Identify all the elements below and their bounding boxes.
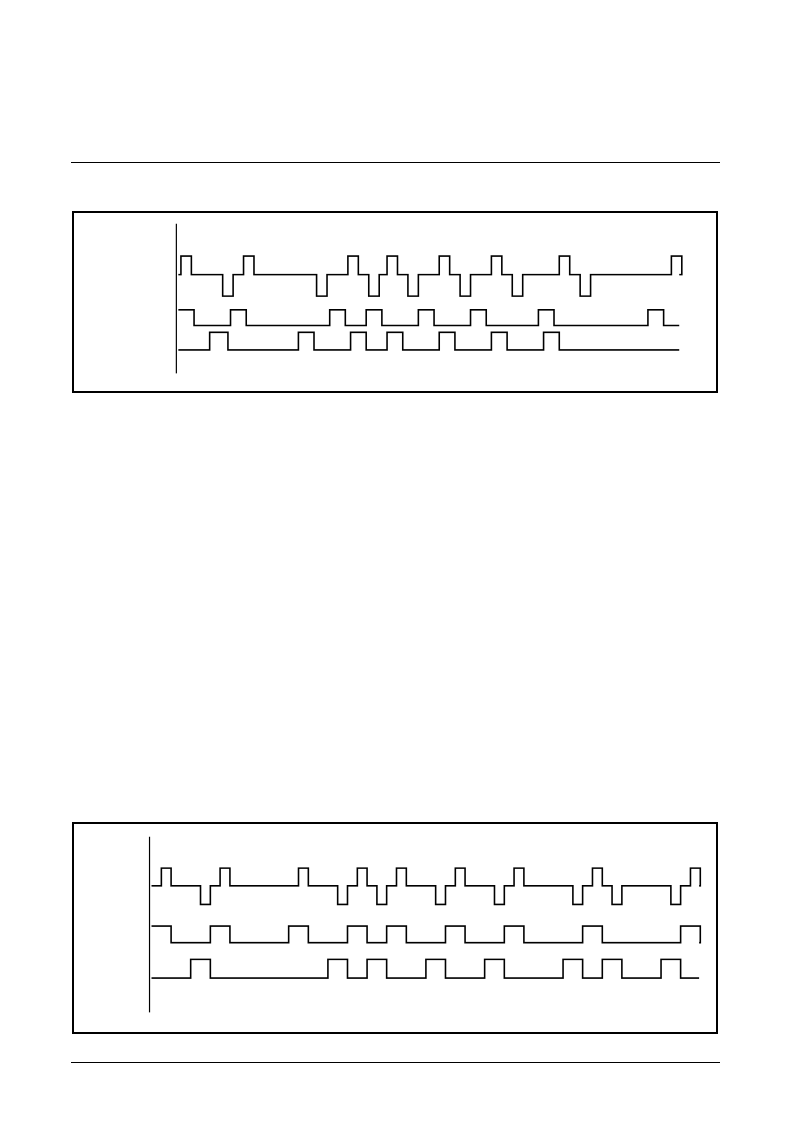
negative-rail-waveform [151, 958, 700, 979]
waveform-figure-1 [72, 211, 718, 393]
waveform-figure-2 [72, 822, 718, 1034]
header-rule [71, 162, 720, 163]
negative-rail-waveform [178, 331, 680, 351]
positive-rail-waveform [151, 925, 702, 944]
encoded-signal-waveform [151, 867, 702, 906]
encoded-signal-waveform [178, 255, 683, 297]
timing-diagram-2 [148, 836, 702, 1013]
footer-rule [71, 1062, 720, 1063]
timing-diagram-1 [175, 223, 683, 374]
positive-rail-waveform [178, 309, 680, 327]
